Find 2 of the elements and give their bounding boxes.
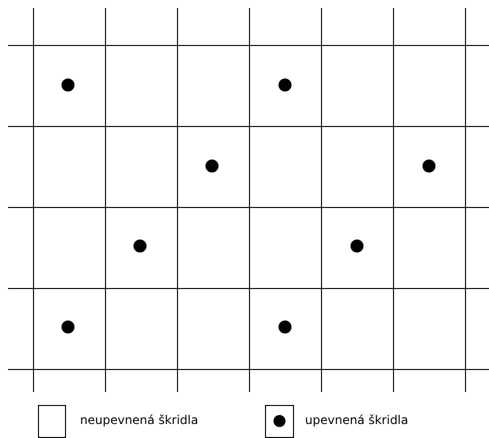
legend-text: neupevnená škridla [80,413,198,427]
legend-text: upevnená škridla [305,413,408,427]
